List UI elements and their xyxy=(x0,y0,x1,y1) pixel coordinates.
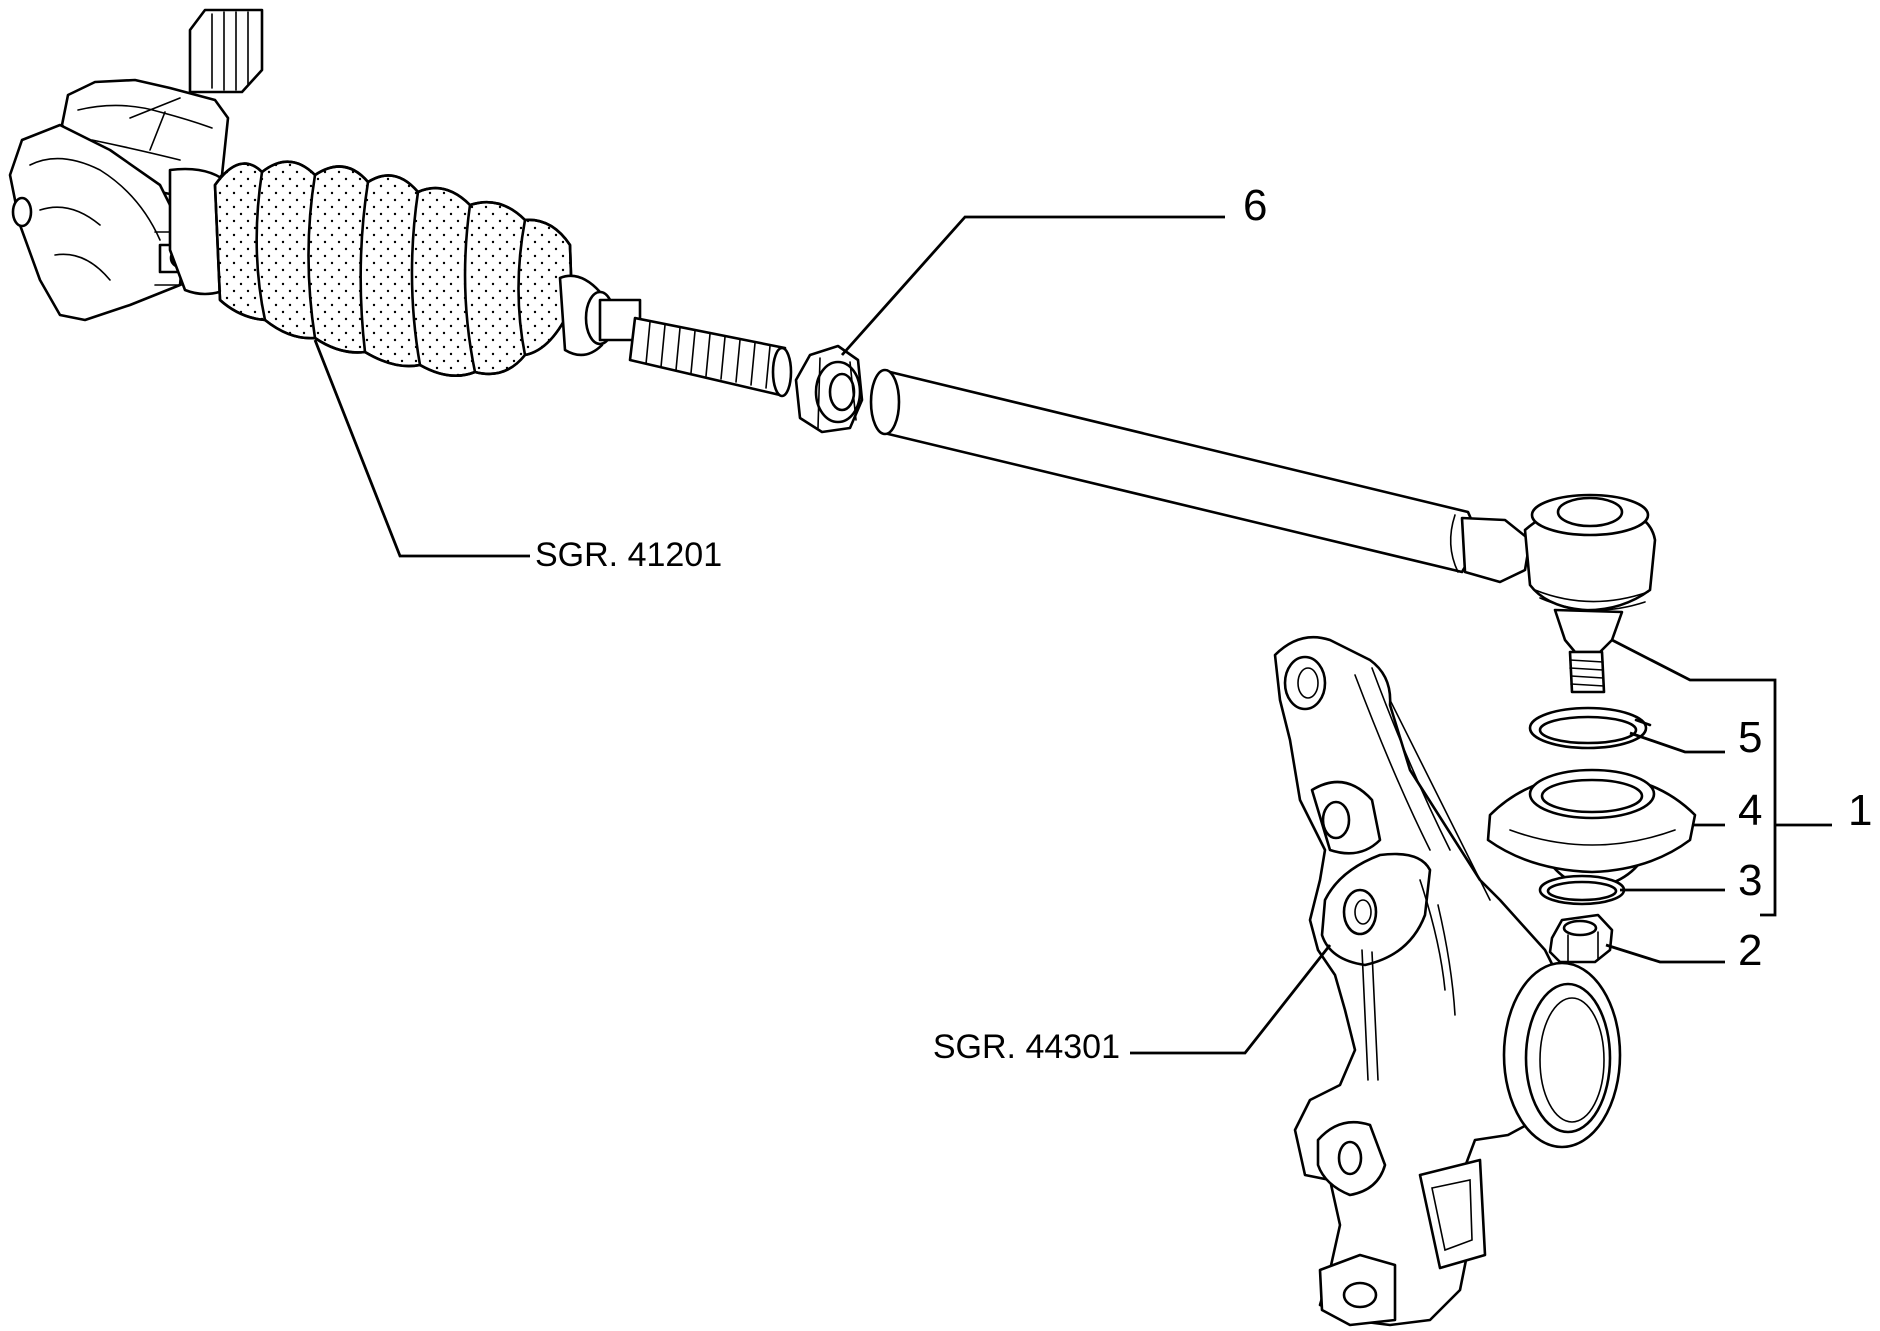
tie-rod-tube xyxy=(869,368,1476,574)
callout-labels: 6 5 4 3 2 1 SGR. 41201 SGR. 44301 xyxy=(535,181,1872,1066)
nut-part-2 xyxy=(1548,913,1614,964)
lock-nut-part-6 xyxy=(794,344,864,434)
ref-sgr-44301: SGR. 44301 xyxy=(933,1028,1120,1066)
snap-ring-part-5 xyxy=(1528,706,1652,750)
steering-knuckle xyxy=(1273,635,1622,1327)
callout-6: 6 xyxy=(1243,181,1267,230)
inner-tie-rod-threaded xyxy=(598,298,793,398)
callout-3: 3 xyxy=(1738,856,1762,905)
bracket-part-1 xyxy=(1611,638,1832,917)
leader-sgr-44301 xyxy=(1130,944,1332,1055)
ref-sgr-41201: SGR. 41201 xyxy=(535,536,722,574)
ball-joint-end xyxy=(1460,493,1657,694)
callout-1: 1 xyxy=(1848,786,1872,835)
leader-5 xyxy=(1629,731,1725,754)
leader-sgr-41201 xyxy=(313,339,530,558)
callout-2: 2 xyxy=(1738,926,1762,975)
dust-cover-part-4 xyxy=(1486,768,1697,890)
steering-rack-boot xyxy=(213,160,616,378)
leader-lines xyxy=(313,215,1832,1055)
leader-2 xyxy=(1605,943,1725,964)
circlip-part-3 xyxy=(1538,874,1626,906)
callout-5: 5 xyxy=(1738,713,1762,762)
steering-gear-housing xyxy=(8,8,264,322)
leader-6 xyxy=(840,215,1225,356)
callout-4: 4 xyxy=(1738,786,1762,835)
